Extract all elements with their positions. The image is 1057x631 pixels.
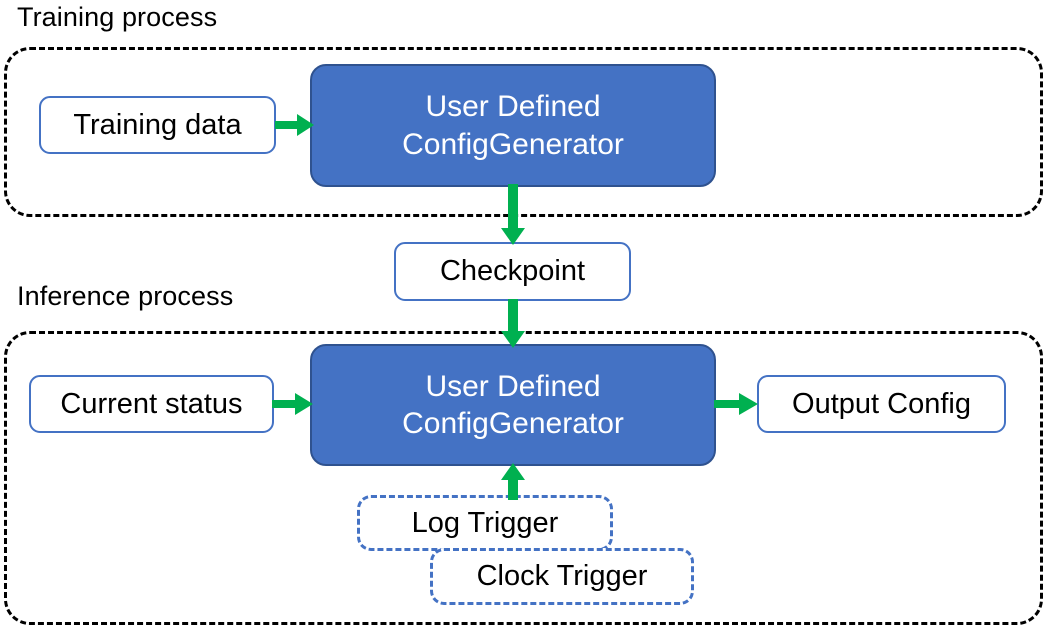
clock-trigger-box[interactable]: Clock Trigger [430, 548, 694, 605]
arrow-triggers-to-generator-icon [500, 463, 526, 501]
training-process-container [4, 47, 1043, 217]
inference-process-caption: Inference process [17, 281, 234, 311]
generator-title-line-1: User Defined [425, 90, 601, 123]
arrow-generator-to-checkpoint-icon [500, 184, 526, 246]
inference-user-defined-configgenerator-box[interactable]: User Defined ConfigGenerator [310, 344, 716, 466]
generator-title-line-2: ConfigGenerator [402, 407, 624, 440]
generator-title-line-1: User Defined [425, 369, 601, 403]
arrow-current-status-to-generator-icon [272, 391, 314, 417]
generator-title-line-2: ConfigGenerator [402, 127, 624, 161]
output-config-box[interactable]: Output Config [757, 375, 1006, 433]
training-process-caption: Training process [17, 2, 218, 32]
arrow-generator-to-output-config-icon [714, 391, 759, 417]
training-data-box[interactable]: Training data [39, 96, 276, 154]
training-user-defined-configgenerator-box[interactable]: User Defined ConfigGenerator [310, 64, 716, 187]
arrow-checkpoint-to-generator-icon [500, 299, 526, 349]
current-status-box[interactable]: Current status [29, 375, 274, 433]
arrow-training-data-to-generator-icon [275, 112, 315, 138]
checkpoint-box[interactable]: Checkpoint [394, 242, 631, 301]
log-trigger-box[interactable]: Log Trigger [357, 495, 613, 551]
